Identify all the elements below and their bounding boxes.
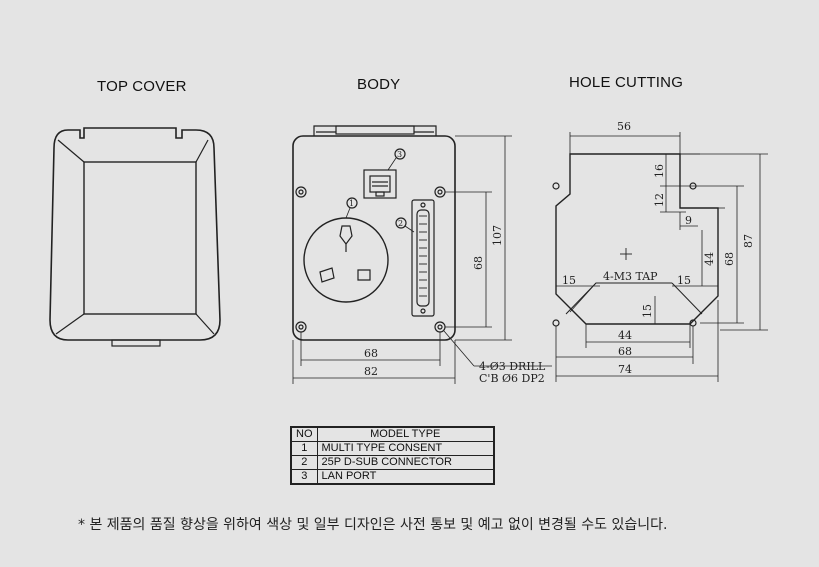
row-no: 1 [290,441,318,456]
callout-1: 1 [349,199,354,208]
dim-12: 12 [653,193,666,207]
callout-3: 3 [397,150,402,159]
dim-107: 107 [491,225,504,246]
table-header-row: NO MODEL TYPE [290,426,495,442]
table-row: 1 MULTI TYPE CONSENT [290,441,495,456]
dsub-connector [411,199,435,317]
dim-15-left: 15 [562,274,576,287]
dim-68-v: 68 [472,256,485,270]
dim-68-h-hole: 68 [618,345,632,358]
callout-2: 2 [398,219,403,228]
dim-87: 87 [742,234,755,248]
model-type-table: NO MODEL TYPE 1 MULTI TYPE CONSENT 2 25P… [290,426,495,485]
drill-note-1: 4-Ø3 DRILL [479,360,546,373]
top-cover-title: TOP COVER [97,78,187,95]
dim-68-v-hole: 68 [723,252,736,266]
table-row: 3 LAN PORT [290,469,495,485]
row-no: 2 [290,455,318,470]
hole-dimension-lines [555,132,768,382]
header-no: NO [290,426,318,442]
body-dimension-labels: 107 68 68 82 4-Ø3 DRILL C'B Ø6 DP2 3 1 2 [349,150,546,385]
lan-port [363,169,397,199]
hole-cutting-title: HOLE CUTTING [569,74,684,91]
dim-82: 82 [364,365,378,378]
body-drawing [292,125,456,341]
header-model-type: MODEL TYPE [316,426,495,442]
body-screw-holes [295,186,446,333]
dim-15-right: 15 [677,274,691,287]
body-dimension-lines [292,135,552,384]
dim-74: 74 [618,363,632,376]
row-type: LAN PORT [316,469,495,485]
dim-44-h: 44 [618,329,632,342]
dim-9: 9 [685,214,692,227]
top-cover-drawing [49,127,221,347]
dim-56: 56 [617,120,631,133]
drill-note-2: C'B Ø6 DP2 [479,372,545,385]
dim-15-bottom: 15 [641,304,654,318]
row-type: 25P D-SUB CONNECTOR [316,455,495,470]
dim-16: 16 [653,164,666,178]
table-row: 2 25P D-SUB CONNECTOR [290,455,495,470]
dim-68-h: 68 [364,347,378,360]
tap-note: 4-M3 TAP [603,270,658,283]
hole-cutting-drawing [552,153,719,327]
row-no: 3 [290,469,318,485]
dim-44-v: 44 [703,252,716,266]
disclaimer-note: * 본 제품의 품질 향상을 위하여 색상 및 일부 디자인은 사전 통보 및 … [78,517,668,533]
row-type: MULTI TYPE CONSENT [316,441,495,456]
multi-type-socket [303,217,389,303]
hole-dimension-labels: 56 16 12 9 44 68 87 4-M3 TAP 15 15 15 44… [562,120,755,376]
body-title: BODY [357,76,401,93]
